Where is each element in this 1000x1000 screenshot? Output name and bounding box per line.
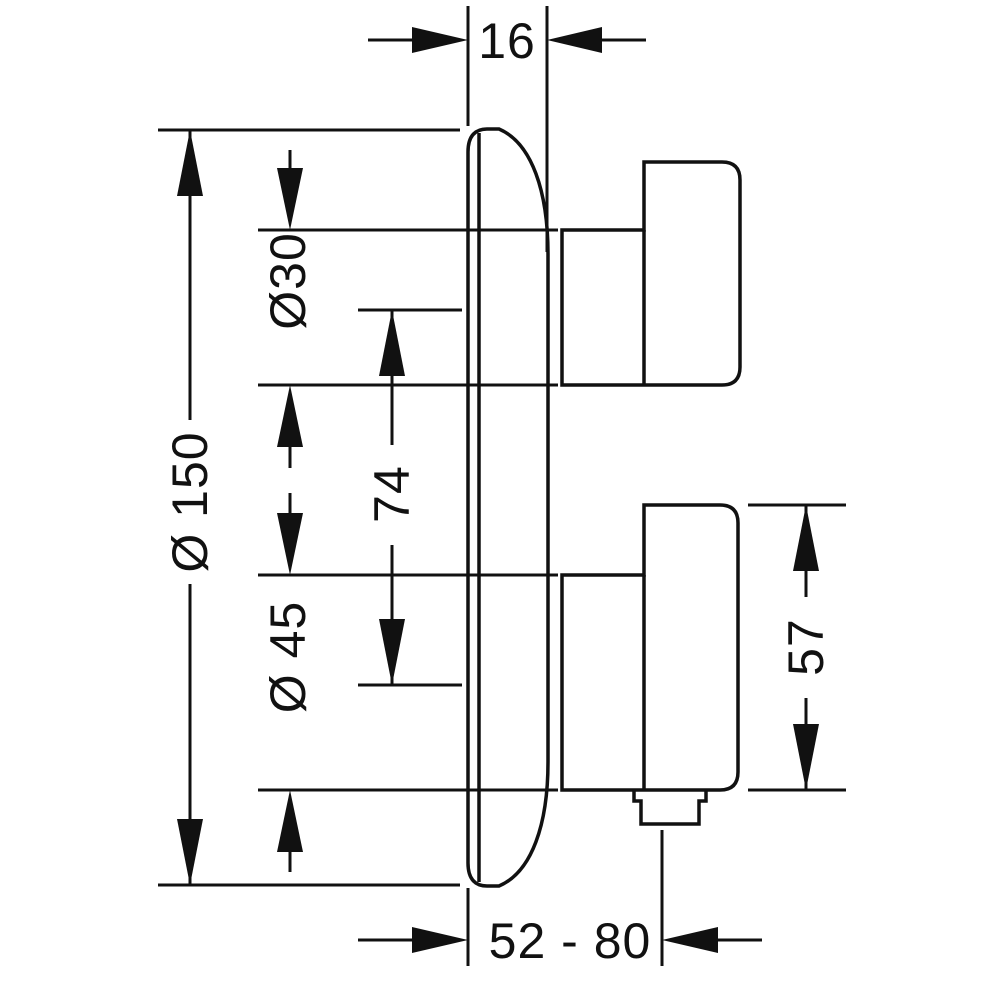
dim-top-handle-diameter <box>258 150 558 468</box>
dim-bottom-handle-length <box>748 503 846 792</box>
dim-plate-thickness <box>368 6 646 252</box>
safety-stop-button <box>632 790 708 826</box>
dim-installation-depth <box>358 830 762 966</box>
dim-label-plate-thickness: 16 <box>478 13 536 69</box>
dim-label-plate-diameter: Ø 150 <box>162 431 218 573</box>
dim-label-bottom-handle-diameter: Ø 45 <box>260 600 316 714</box>
dim-plate-diameter <box>158 128 460 887</box>
dim-label-installation-depth: 52 - 80 <box>488 913 652 969</box>
bottom-handle-outline <box>560 503 740 792</box>
dim-label-bottom-handle-length: 57 <box>778 618 834 676</box>
top-handle-outline <box>560 160 742 387</box>
dim-label-handle-axis-distance: 74 <box>364 465 420 523</box>
plate-outline <box>466 127 550 888</box>
dim-bottom-handle-diameter <box>258 493 558 872</box>
escutcheon-plate <box>466 127 550 888</box>
bottom-handle <box>560 503 740 826</box>
top-handle <box>560 160 742 387</box>
dim-handle-axis-distance <box>358 308 462 687</box>
dim-label-top-handle-diameter: Ø30 <box>260 232 316 330</box>
